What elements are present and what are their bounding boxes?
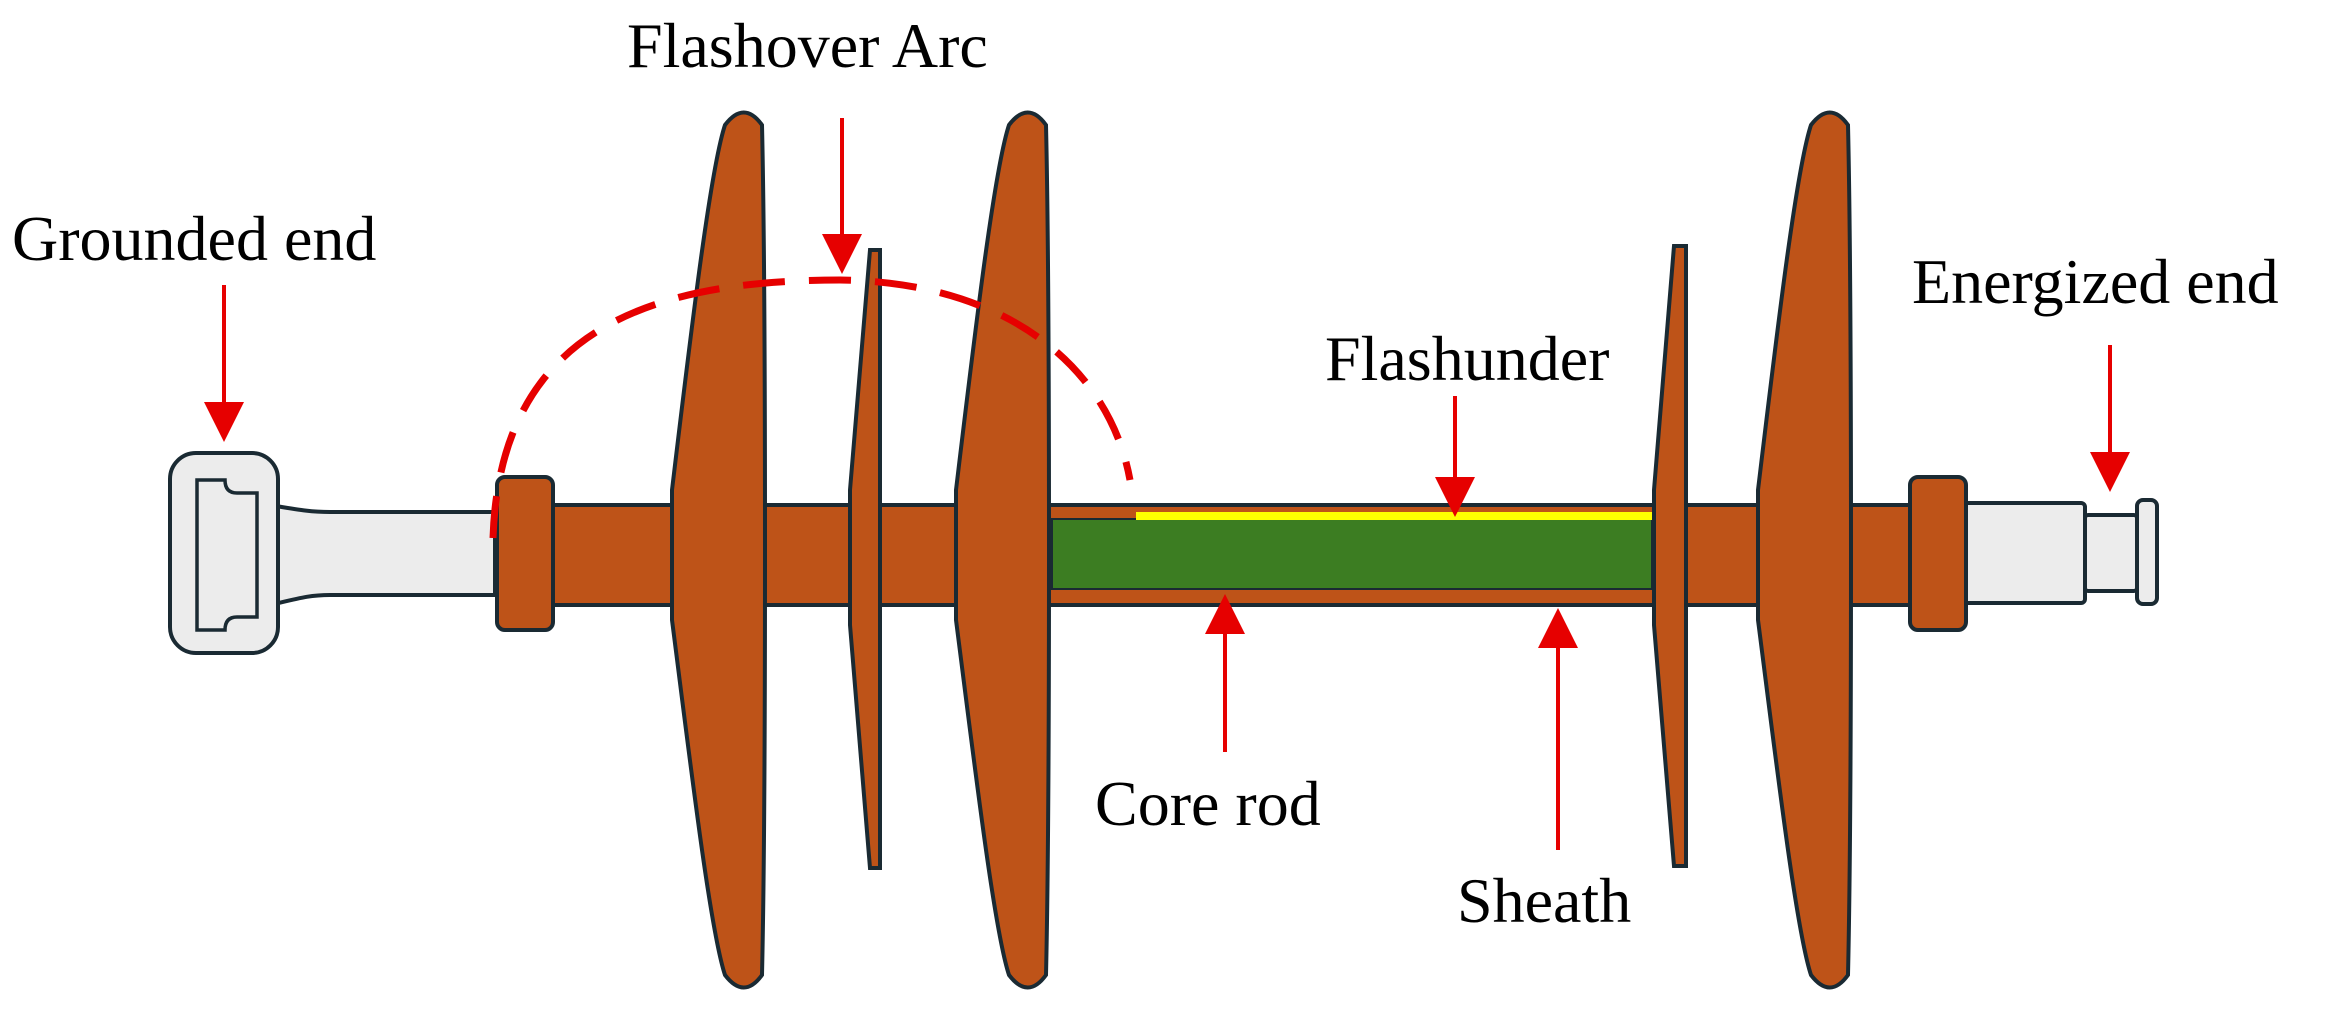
flashover-arc	[489, 276, 1134, 539]
label-energized-end: Energized end	[1912, 246, 2279, 317]
grounded-end-fitting	[168, 451, 497, 655]
shed-small-2	[1652, 244, 1688, 868]
shed-large-2	[954, 110, 1051, 990]
energized-end-fitting-neck	[2083, 513, 2139, 593]
grounded-end-collar	[495, 475, 555, 632]
shed-large-3	[1756, 110, 1853, 990]
grounded-end-fitting-neck	[268, 502, 497, 608]
grounded-end-fitting-slot	[195, 478, 259, 632]
label-flashunder: Flashunder	[1325, 323, 1609, 394]
energized-end-fitting-cap	[2135, 498, 2159, 606]
energized-end-collar	[1908, 475, 1968, 632]
label-flashover-arc: Flashover Arc	[627, 10, 988, 81]
label-core-rod: Core rod	[1095, 768, 1321, 839]
label-sheath: Sheath	[1457, 865, 1631, 936]
flashunder-path	[1136, 512, 1652, 520]
shed-small-1	[848, 248, 882, 870]
energized-end-fitting	[1958, 498, 2159, 606]
energized-end-fitting-body	[1958, 501, 2087, 605]
shed-large-1	[670, 110, 767, 990]
label-grounded-end: Grounded end	[12, 203, 376, 274]
core-rod	[1051, 518, 1653, 590]
